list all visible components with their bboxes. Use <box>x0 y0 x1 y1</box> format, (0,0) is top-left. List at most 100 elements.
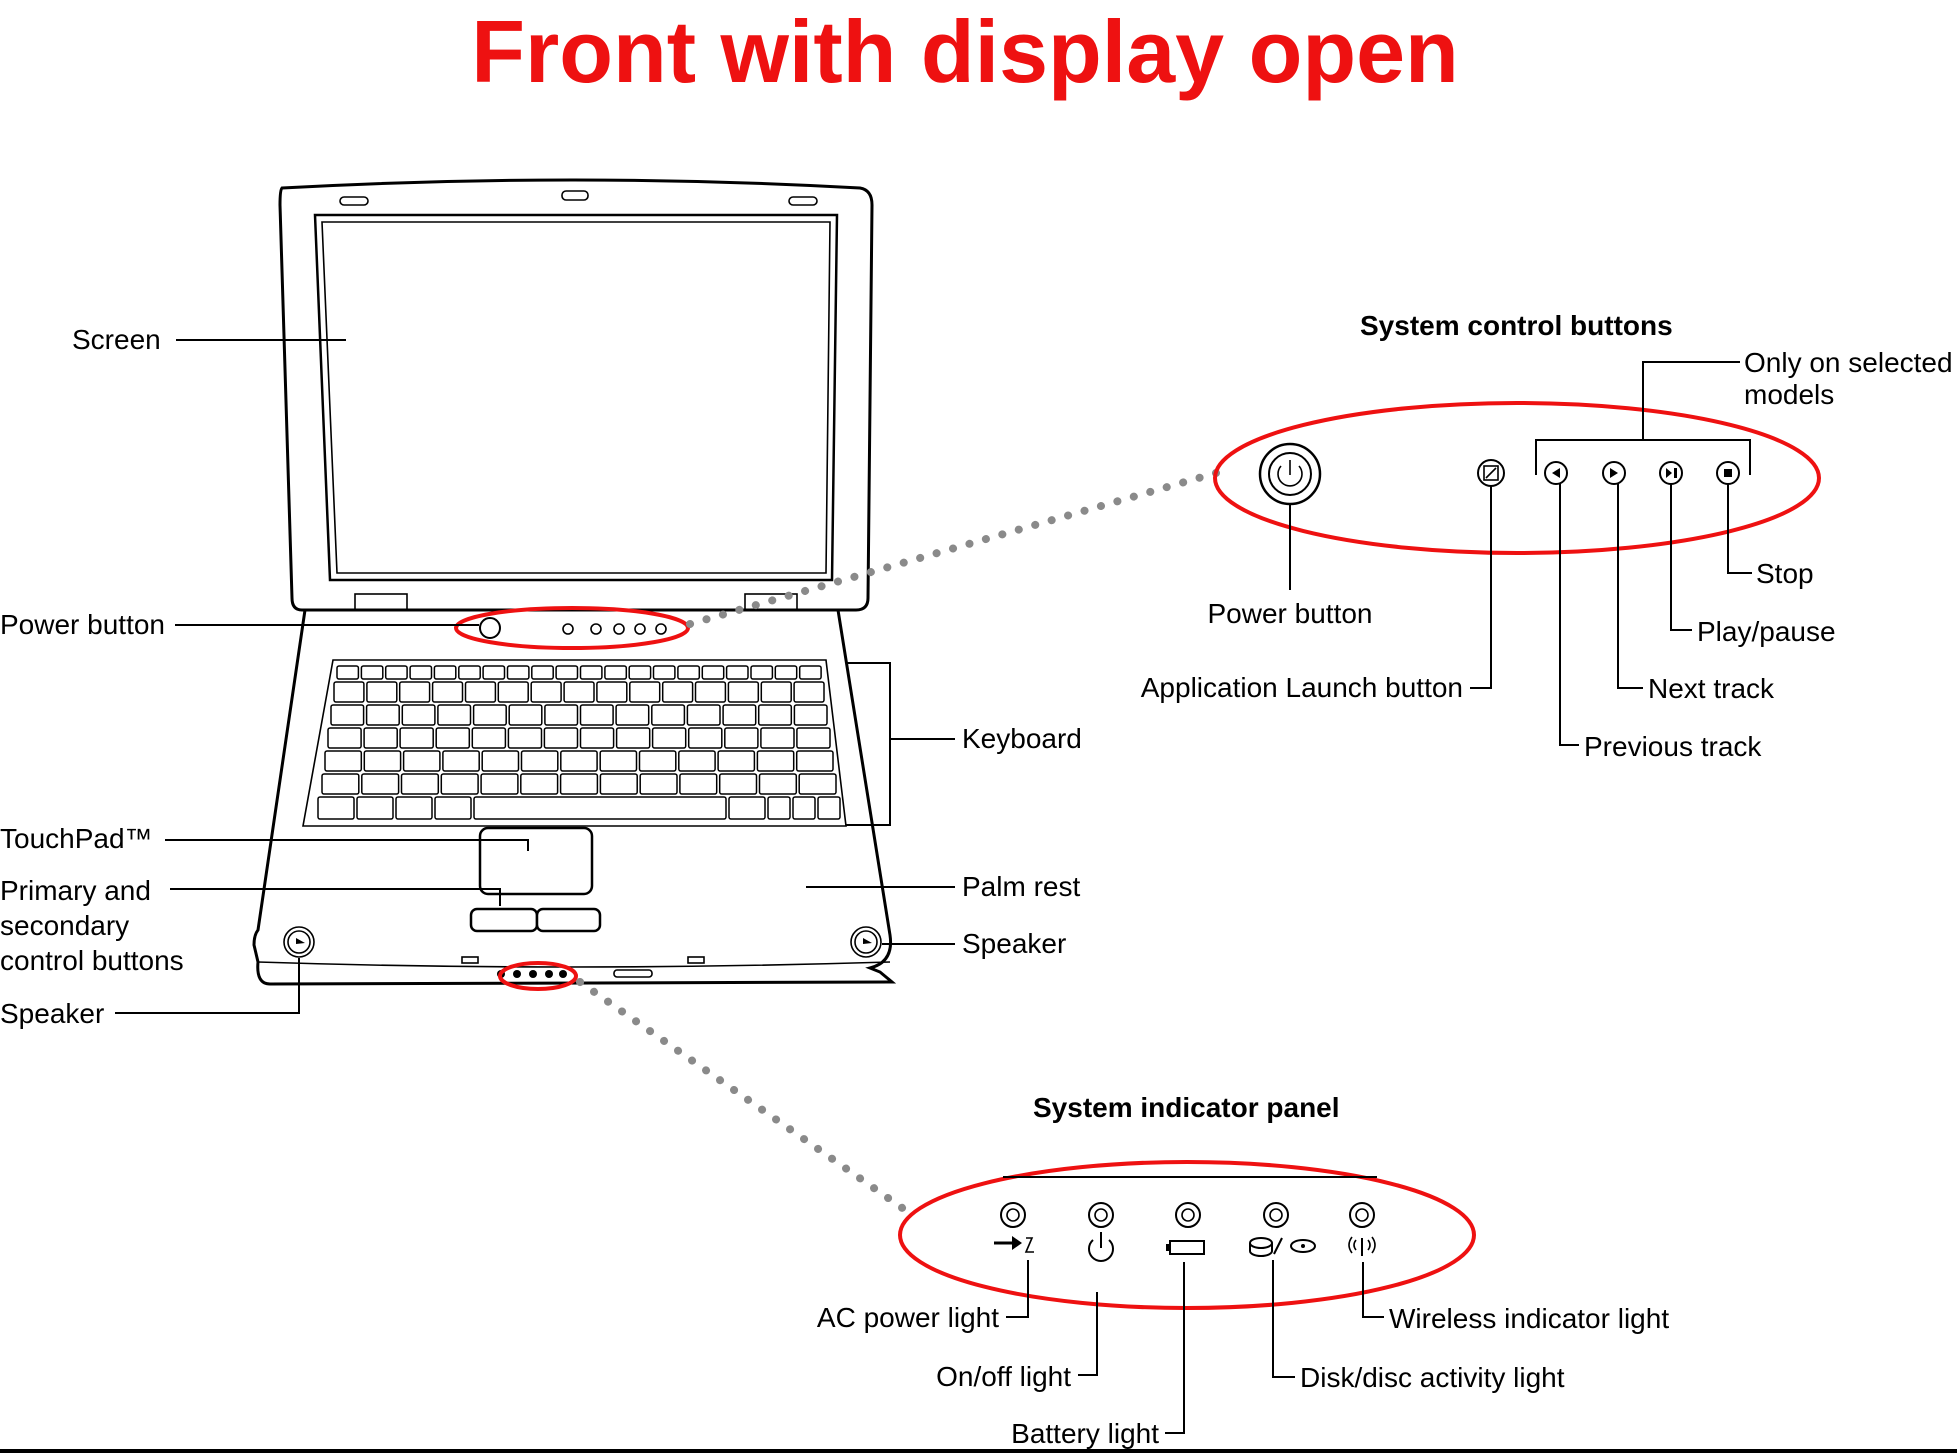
keyboard-key[interactable] <box>440 773 479 795</box>
keyboard-key[interactable] <box>363 727 398 749</box>
keyboard-key[interactable] <box>544 704 579 726</box>
laptop-media-button-5[interactable] <box>655 623 667 635</box>
keyboard-key[interactable] <box>596 681 628 703</box>
keyboard-key[interactable] <box>356 796 394 820</box>
keyboard-key[interactable] <box>559 773 599 795</box>
keyboard-key[interactable] <box>687 727 723 749</box>
detail-play-pause-button[interactable] <box>1659 461 1683 485</box>
keyboard-key[interactable] <box>750 665 774 680</box>
keyboard-key[interactable] <box>437 704 472 726</box>
keyboard-key[interactable] <box>599 750 638 772</box>
keyboard-key[interactable] <box>531 665 554 680</box>
keyboard-key[interactable] <box>384 665 408 680</box>
keyboard-key[interactable] <box>760 681 792 703</box>
keyboard-key[interactable] <box>433 665 457 680</box>
laptop-media-button-4[interactable] <box>634 623 646 635</box>
keyboard-key[interactable] <box>679 773 718 795</box>
keyboard-key[interactable] <box>792 796 816 820</box>
keyboard-key[interactable] <box>757 704 793 726</box>
keyboard-key[interactable] <box>363 750 402 772</box>
keyboard-key[interactable] <box>506 665 530 680</box>
keyboard-key[interactable] <box>718 773 758 795</box>
keyboard-key[interactable] <box>796 727 831 749</box>
keyboard-key[interactable] <box>317 796 355 820</box>
keyboard-key[interactable] <box>661 681 694 703</box>
keyboard-key[interactable] <box>599 773 638 795</box>
keyboard-key[interactable] <box>651 704 686 726</box>
keyboard-key[interactable] <box>774 665 798 680</box>
keyboard-key[interactable] <box>442 750 480 772</box>
keyboard-key[interactable] <box>399 727 434 749</box>
keyboard-key[interactable] <box>520 773 559 795</box>
keyboard-key[interactable] <box>401 704 436 726</box>
keyboard-key[interactable] <box>435 727 471 749</box>
keyboard-key[interactable] <box>464 681 497 703</box>
keyboard-key[interactable] <box>678 750 716 772</box>
touchpad[interactable] <box>478 826 594 896</box>
keyboard-key[interactable] <box>615 704 650 726</box>
keyboard-key[interactable] <box>793 704 828 726</box>
keyboard-key[interactable] <box>458 665 481 680</box>
keyboard-key[interactable] <box>628 665 652 680</box>
detail-next-track-button[interactable] <box>1602 461 1626 485</box>
keyboard-key[interactable] <box>395 796 433 820</box>
keyboard-key[interactable] <box>638 750 677 772</box>
laptop-media-button-2[interactable] <box>590 623 602 635</box>
laptop-media-button-3[interactable] <box>613 623 625 635</box>
keyboard-key[interactable] <box>798 773 837 795</box>
keyboard-key[interactable] <box>507 727 543 749</box>
keyboard-key[interactable] <box>725 665 749 680</box>
keyboard-key[interactable] <box>431 681 464 703</box>
detail-previous-track-button[interactable] <box>1544 461 1568 485</box>
keyboard-key[interactable] <box>360 665 384 680</box>
keyboard-key[interactable] <box>530 681 562 703</box>
keyboard-key[interactable] <box>471 727 507 749</box>
keyboard-key[interactable] <box>686 704 721 726</box>
keyboard-key[interactable] <box>652 665 676 680</box>
keyboard-key[interactable] <box>563 681 595 703</box>
keyboard-key[interactable] <box>701 665 725 680</box>
keyboard-key[interactable] <box>409 665 433 680</box>
touchpad-primary-button[interactable] <box>469 907 539 933</box>
keyboard-key[interactable] <box>758 773 798 795</box>
keyboard-key[interactable] <box>694 681 727 703</box>
keyboard-key[interactable] <box>760 727 795 749</box>
keyboard-key[interactable] <box>604 665 628 680</box>
keyboard-key[interactable] <box>543 727 579 749</box>
keyboard-key[interactable] <box>756 750 795 772</box>
keyboard-key[interactable] <box>724 727 759 749</box>
laptop-power-button[interactable] <box>479 617 501 639</box>
keyboard-key[interactable] <box>795 750 834 772</box>
keyboard-key[interactable] <box>472 704 507 726</box>
keyboard-key[interactable] <box>560 750 598 772</box>
keyboard-key[interactable] <box>615 727 651 749</box>
detail-power-button[interactable] <box>1258 442 1322 506</box>
keyboard-key[interactable] <box>727 681 760 703</box>
keyboard-key[interactable] <box>336 665 360 680</box>
keyboard-key[interactable] <box>639 773 678 795</box>
keyboard-key[interactable] <box>330 704 365 726</box>
keyboard-key[interactable] <box>728 796 766 820</box>
keyboard-key[interactable] <box>798 665 822 680</box>
detail-stop-button[interactable] <box>1716 461 1740 485</box>
keyboard-key[interactable] <box>508 704 543 726</box>
detail-app-launch-button[interactable] <box>1477 459 1505 487</box>
keyboard-key[interactable] <box>579 704 614 726</box>
keyboard-key[interactable] <box>651 727 687 749</box>
keyboard-key[interactable] <box>717 750 756 772</box>
keyboard-key[interactable] <box>324 750 363 772</box>
touchpad-secondary-button[interactable] <box>535 907 602 933</box>
keyboard-key[interactable] <box>793 681 825 703</box>
keyboard-key[interactable] <box>579 665 603 680</box>
keyboard-key[interactable] <box>480 773 519 795</box>
keyboard-key[interactable] <box>497 681 529 703</box>
keyboard-key[interactable] <box>400 773 440 795</box>
keyboard-key[interactable] <box>398 681 431 703</box>
keyboard-key[interactable] <box>579 727 615 749</box>
keyboard-key[interactable] <box>555 665 579 680</box>
keyboard-key[interactable] <box>333 681 365 703</box>
keyboard-key[interactable] <box>327 727 362 749</box>
keyboard-key[interactable] <box>366 681 398 703</box>
laptop-media-button-1[interactable] <box>562 623 574 635</box>
keyboard-key[interactable] <box>434 796 472 820</box>
